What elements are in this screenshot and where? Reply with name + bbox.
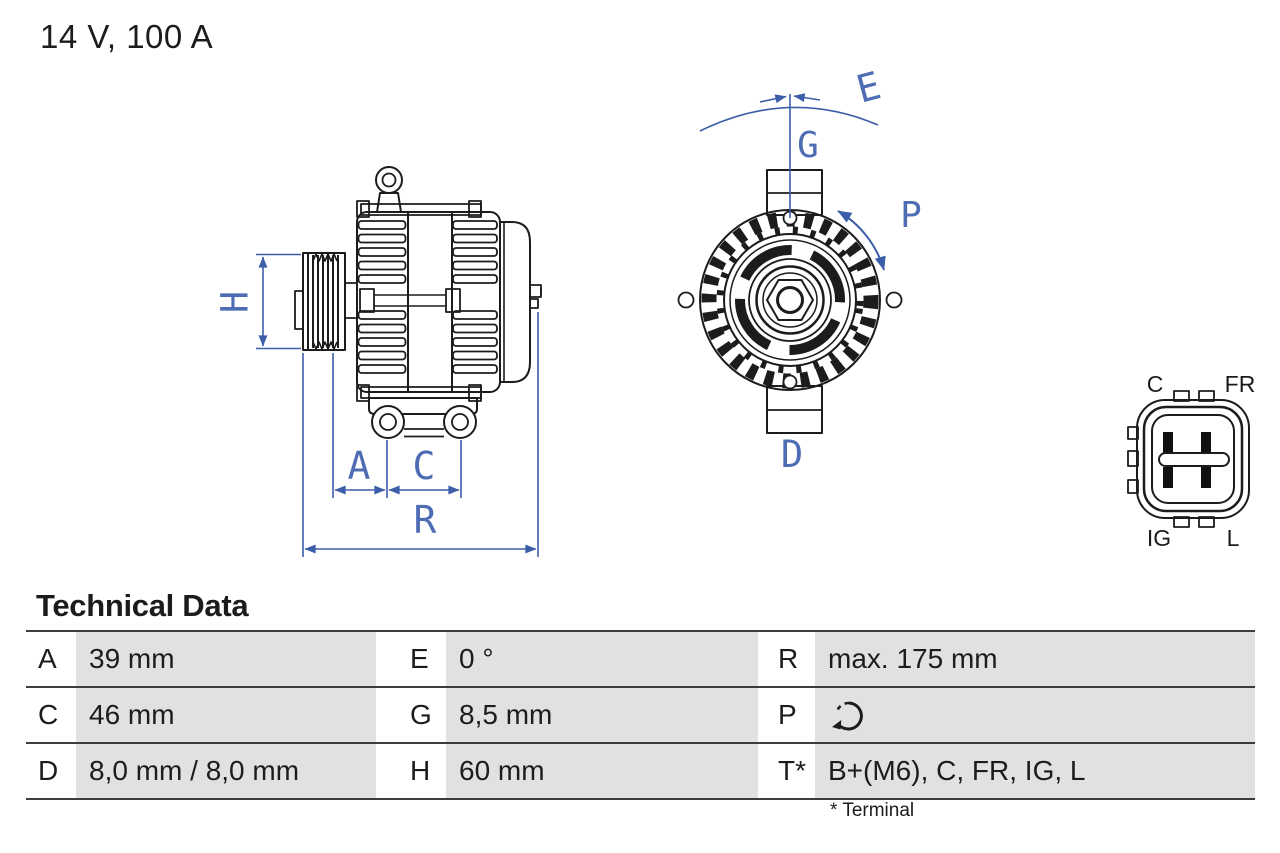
param-key: E [376, 632, 446, 686]
front-view-dimensions [699, 93, 886, 271]
connector-pin-label-ig: IG [1147, 525, 1171, 551]
param-key: H [376, 744, 446, 798]
technical-drawing: H A C R [214, 63, 1256, 557]
param-key: P [758, 688, 815, 742]
param-value: 8,0 mm / 8,0 mm [76, 744, 376, 798]
terminal-footnote: * Terminal [830, 800, 915, 821]
param-value: 60 mm [446, 744, 758, 798]
technical-data-title: Technical Data [36, 588, 249, 623]
dimension-label-p: P [900, 195, 922, 236]
connector-pin-label-c: C [1147, 371, 1164, 397]
table-row: D 8,0 mm / 8,0 mm H 60 mm T* B+(M6), C, … [26, 744, 1255, 800]
param-key: C [26, 688, 76, 742]
param-value: max. 175 mm [815, 632, 1255, 686]
dimension-label-c: C [413, 444, 436, 488]
param-key: T* [758, 744, 815, 798]
dimension-label-e: E [852, 63, 885, 111]
technical-data-table: A 39 mm E 0 ° R max. 175 mm C 46 mm G 8,… [26, 630, 1255, 800]
param-value: 39 mm [76, 632, 376, 686]
connector-4pin-plug-icon [1127, 390, 1250, 528]
param-value: B+(M6), C, FR, IG, L [815, 744, 1255, 798]
param-value: 8,5 mm [446, 688, 758, 742]
param-key: R [758, 632, 815, 686]
dimension-label-d: D [781, 433, 803, 476]
dimension-label-a: A [348, 444, 371, 488]
rotation-direction-clockwise-icon [832, 701, 863, 731]
param-key: G [376, 688, 446, 742]
param-key: D [26, 744, 76, 798]
table-row: C 46 mm G 8,5 mm P [26, 688, 1255, 744]
rating-title: 14 V, 100 A [40, 18, 214, 55]
dimension-label-h: H [214, 291, 257, 313]
param-value: 0 ° [446, 632, 758, 686]
alternator-side-view-icon [294, 166, 542, 439]
connector-pin-label-fr: FR [1225, 371, 1256, 397]
param-value-rotation [815, 688, 1255, 742]
param-key: A [26, 632, 76, 686]
param-value: 46 mm [76, 688, 376, 742]
side-view-dimensions [256, 253, 539, 557]
dimension-label-g: G [797, 125, 819, 166]
table-row: A 39 mm E 0 ° R max. 175 mm [26, 632, 1255, 688]
dimension-label-r: R [414, 498, 437, 542]
connector-pin-label-l: L [1227, 525, 1240, 551]
alternator-front-view-icon [677, 169, 903, 434]
